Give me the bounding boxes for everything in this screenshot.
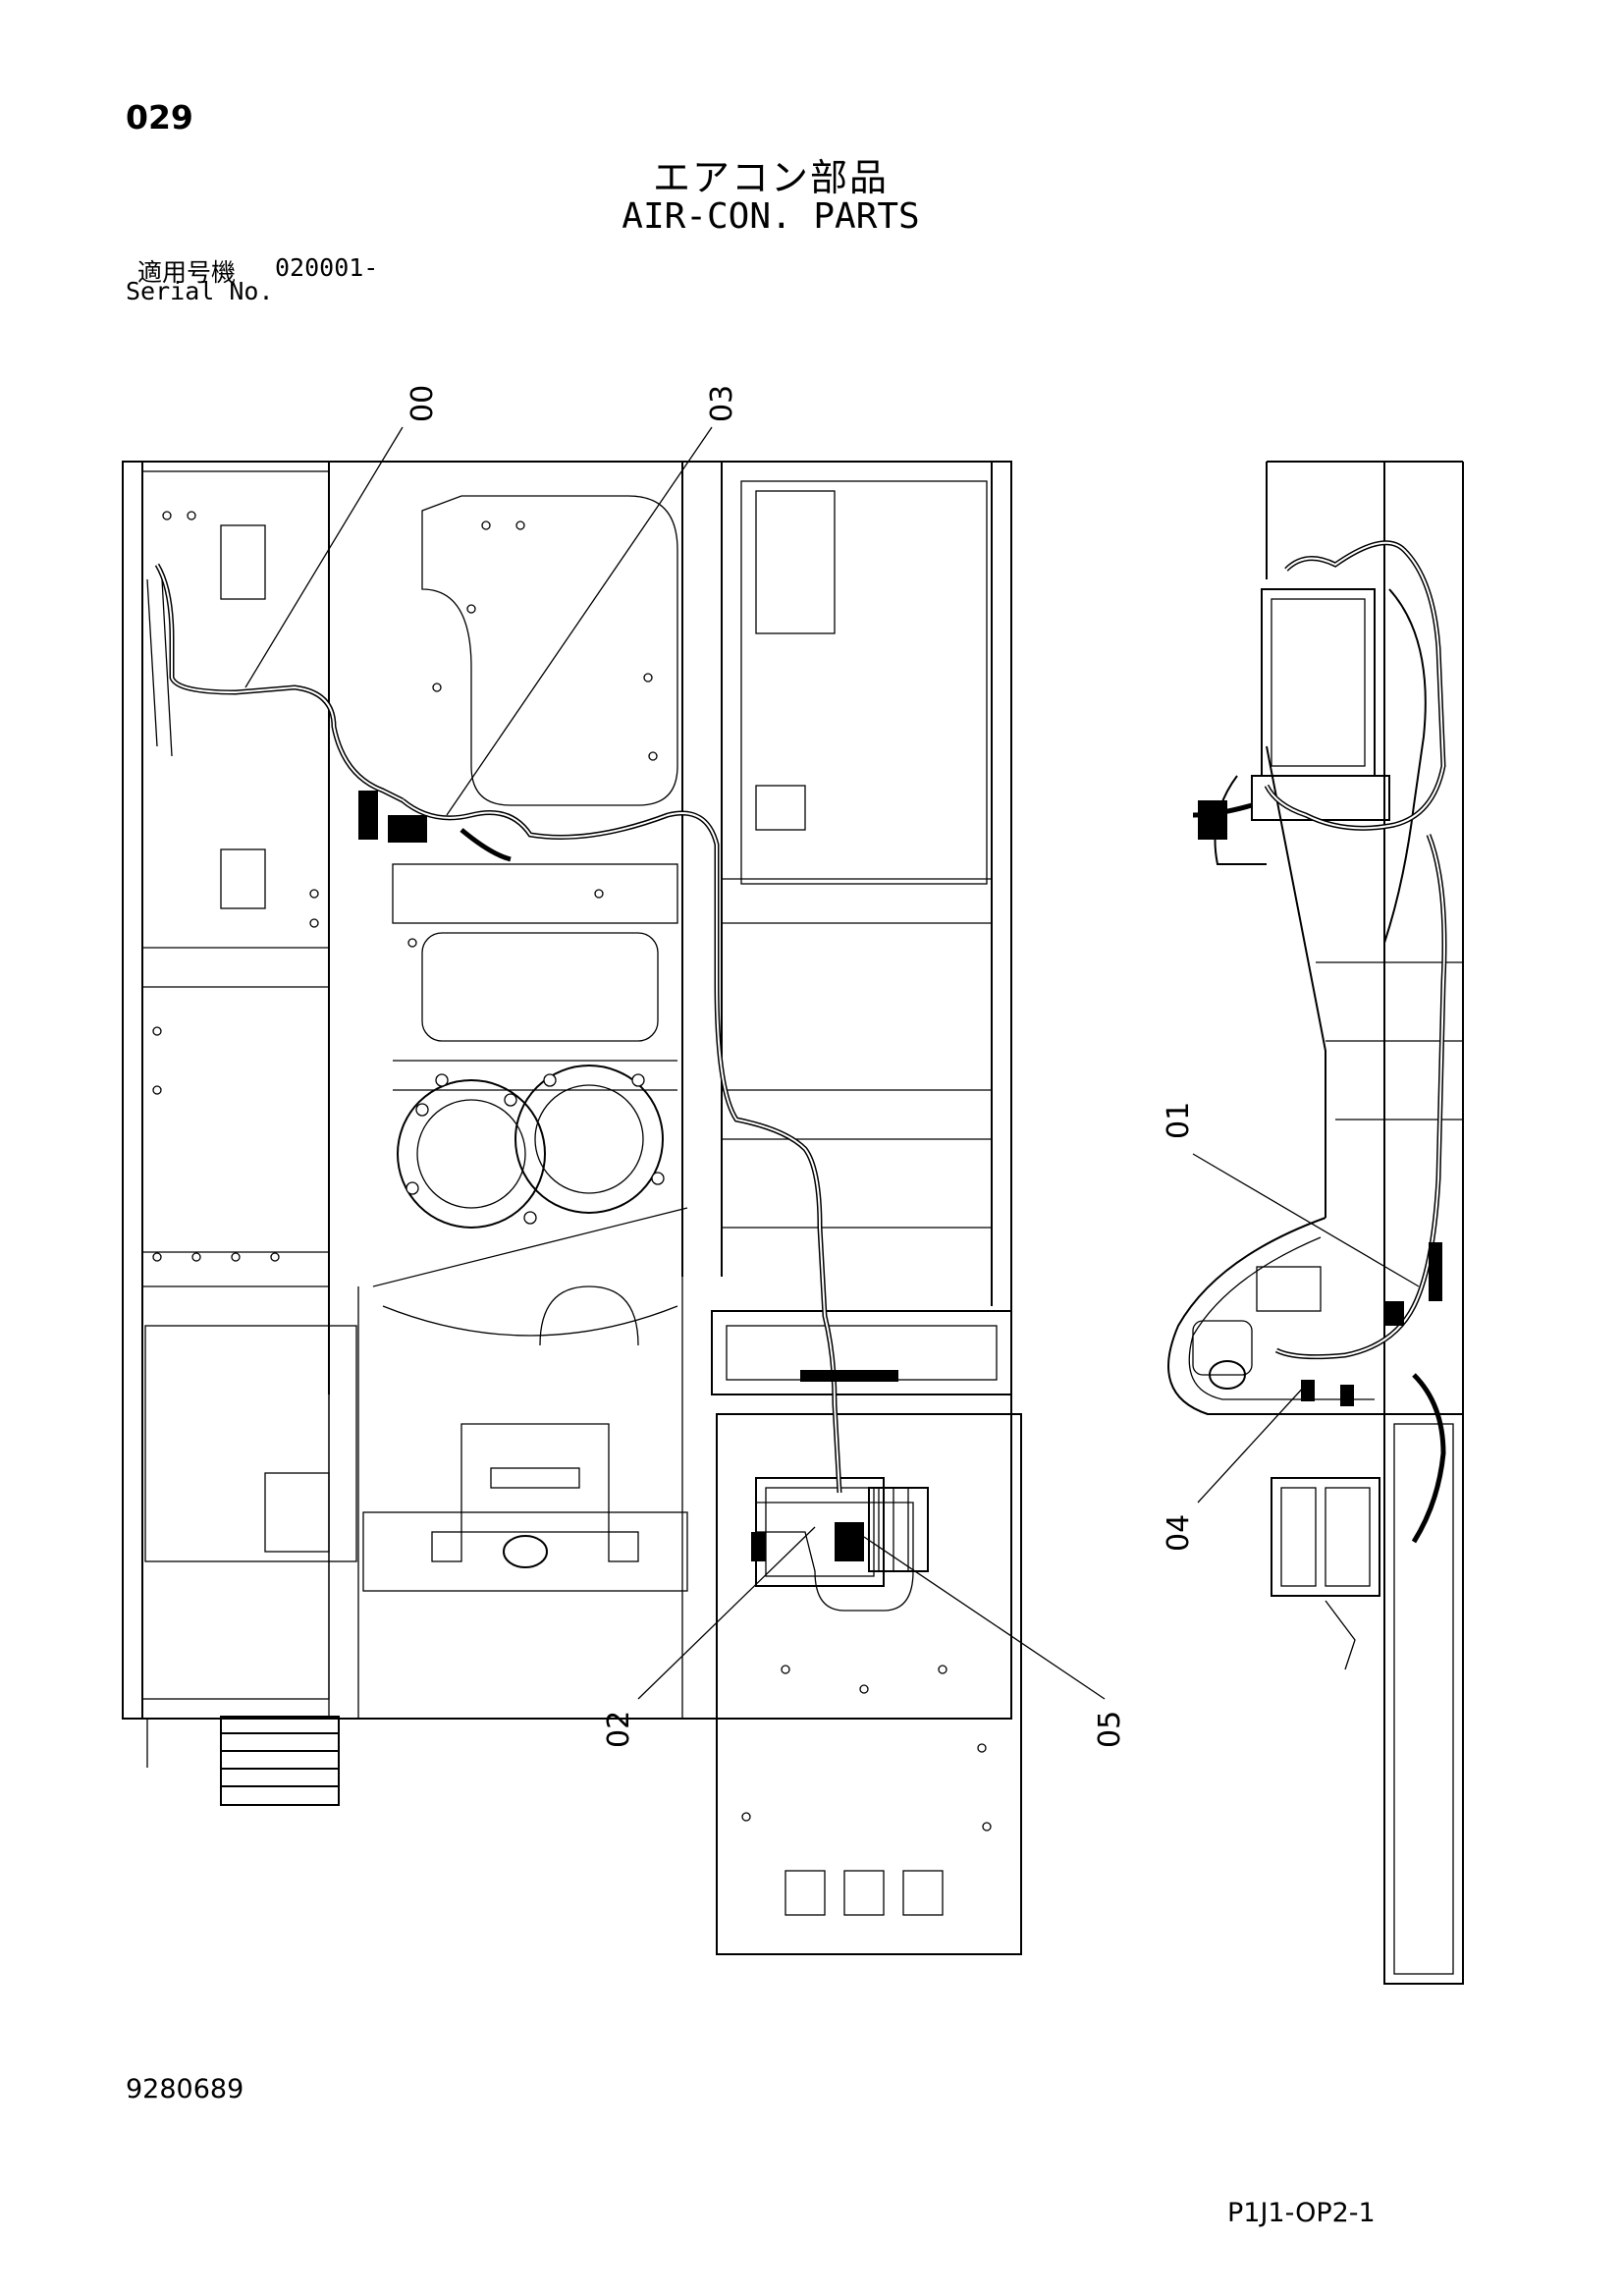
document-number: 9280689: [126, 2074, 244, 2105]
callouts: 00 03 01 04 02 05: [244, 385, 1420, 1748]
serial-number: 020001-: [275, 253, 379, 282]
serial-label-english: Serial No.: [126, 277, 274, 305]
leader-00: [244, 426, 404, 688]
callout-03: 03: [705, 385, 739, 422]
serial-label-japanese: 適用号機: [137, 258, 237, 287]
leader-01: [1192, 1153, 1420, 1287]
upper-frame-view: [122, 461, 1022, 1955]
leader-05: [863, 1536, 1106, 1700]
page-code: P1J1-OP2-1: [1227, 2198, 1376, 2228]
leader-04: [1197, 1384, 1307, 1503]
page-number: 029: [126, 98, 193, 137]
title-english: AIR-CON. PARTS: [622, 196, 920, 237]
callout-01: 01: [1162, 1102, 1196, 1139]
callout-00: 00: [406, 385, 440, 422]
leader-03: [446, 426, 713, 816]
callout-04: 04: [1162, 1514, 1196, 1552]
leader-02: [637, 1526, 816, 1700]
callout-05: 05: [1093, 1711, 1127, 1748]
side-view: [1167, 461, 1464, 1985]
compressor-assembly: [751, 1477, 929, 1587]
callout-02: 02: [602, 1711, 636, 1748]
bolt-holes: [152, 511, 992, 1831]
step: [220, 1716, 340, 1806]
title-japanese: エアコン部品: [652, 156, 889, 199]
air-con-hoses-left: [146, 563, 898, 1494]
